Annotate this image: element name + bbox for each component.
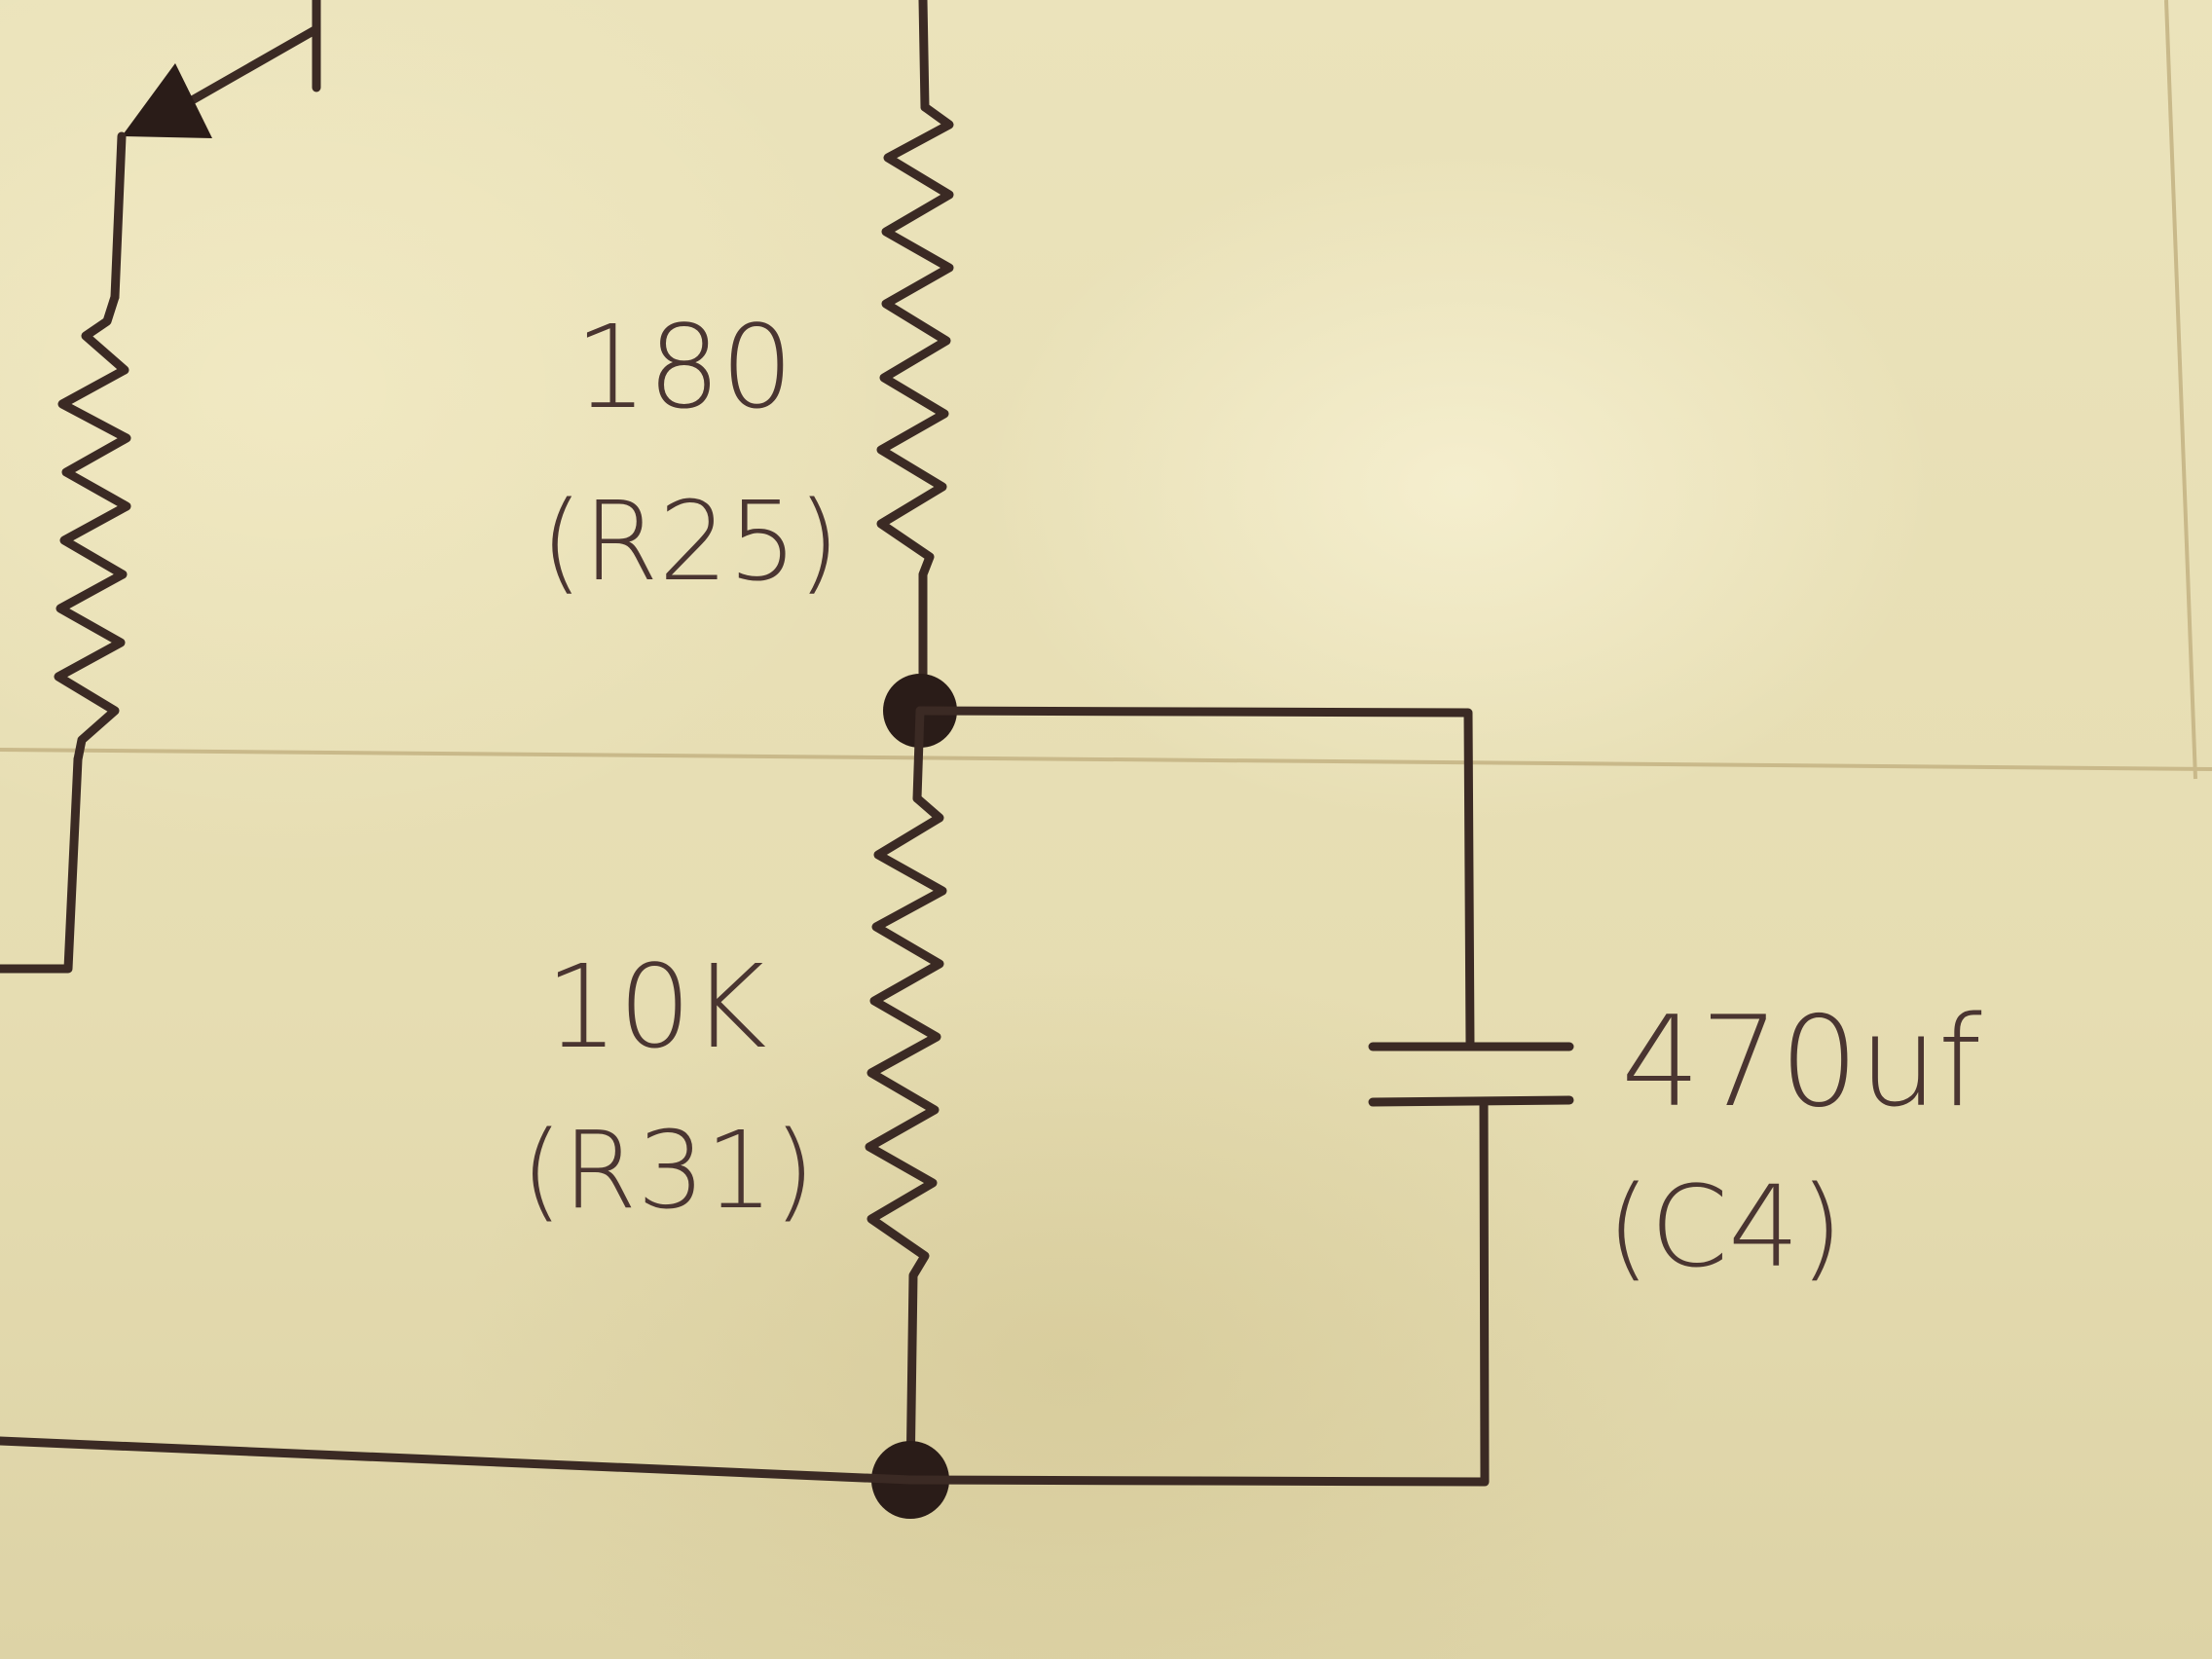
paper-edge [2164, 0, 2197, 780]
c4-value-label: 470uf [1621, 990, 1982, 1135]
r31-designator-label: (R31) [521, 1108, 815, 1233]
resistor-r31 [865, 793, 947, 1485]
wire-bottom-left [0, 1436, 915, 1485]
r25-designator-label: (R25) [540, 479, 840, 606]
wire-emitter-down [110, 131, 127, 302]
wire-capacitor-return [905, 1100, 1490, 1487]
capacitor-c4-plate-bottom [1368, 1095, 1574, 1107]
transistor-emitter-lead [175, 24, 321, 112]
transistor-arrow-icon [122, 63, 212, 138]
c4-designator-label: (C4) [1606, 1162, 1843, 1293]
r31-value-label: 10K [545, 940, 767, 1074]
wire-node-to-r31 [912, 706, 925, 803]
left-resistor [54, 292, 131, 764]
r25-value-label: 180 [574, 300, 793, 434]
transistor-fragment [110, 0, 321, 302]
wire-top-feed [918, 0, 930, 112]
left-wire-to-edge [0, 755, 83, 974]
paper-fold-crease [0, 748, 2212, 771]
resistor-r25 [876, 102, 954, 716]
wire-to-capacitor-top [915, 706, 1475, 1051]
